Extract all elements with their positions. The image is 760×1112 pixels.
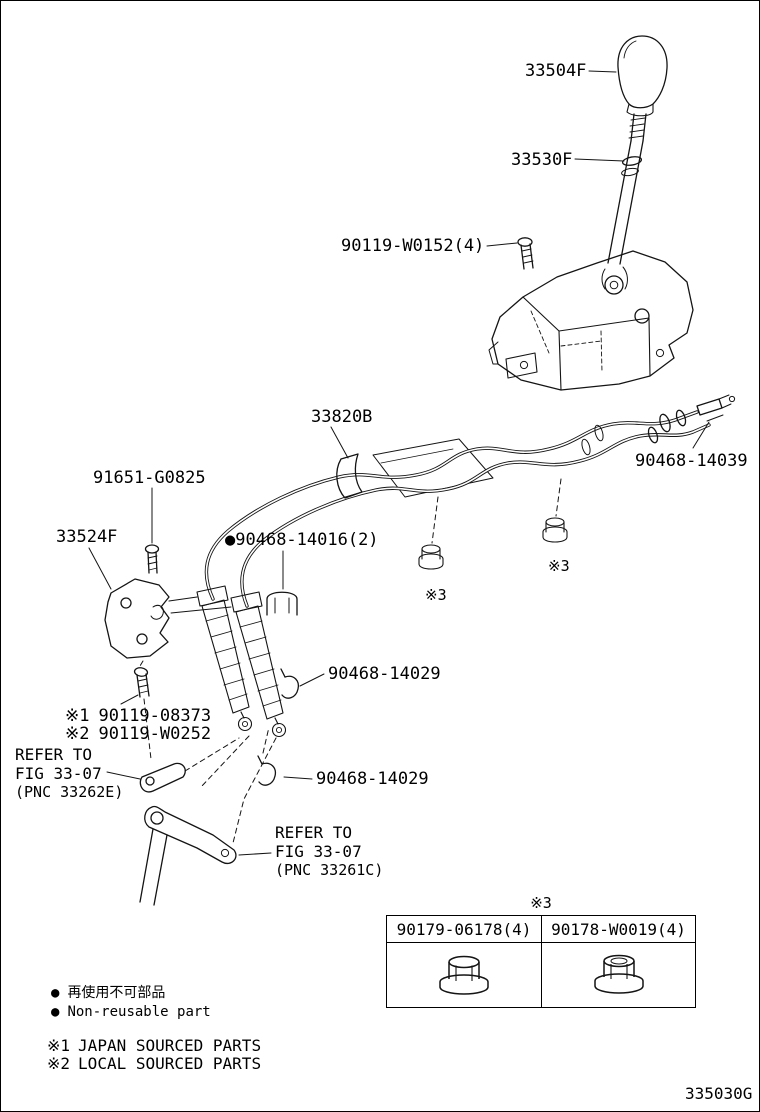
boot-left-drawing xyxy=(201,599,253,732)
label-bolt-local: ※2 90119-W0252 xyxy=(65,724,211,744)
label-shift-knob: 33504F xyxy=(525,61,587,81)
label-clip-a: 90468-14029 xyxy=(328,664,441,684)
clamp-90468-14016-drawing xyxy=(266,591,298,616)
leader-lines xyxy=(88,70,710,856)
reference-bottom-line3: (PNC 33261C) xyxy=(275,861,384,879)
flange-nut-icon xyxy=(439,955,489,995)
label-bracket: 33524F xyxy=(56,527,118,547)
table-cell-nut-left xyxy=(387,943,541,1007)
reference-bottom-line1: REFER TO xyxy=(275,823,353,842)
label-clip-transmission: 90468-14039 xyxy=(635,451,748,471)
drawing-code: 335030G xyxy=(685,1084,753,1103)
refer-lever-bottom-drawing xyxy=(139,805,237,906)
label-bolt-japan-number: 90119-08373 xyxy=(98,706,212,726)
legend-en-text: Non-reusable part xyxy=(67,1004,211,1020)
note-local-text: LOCAL SOURCED PARTS xyxy=(78,1054,262,1073)
control-cables-highlight xyxy=(205,411,710,607)
non-reusable-bullet-icon: ● xyxy=(225,530,236,550)
bolt-90119-08373-drawing xyxy=(133,667,150,698)
label-screw: 91651-G0825 xyxy=(93,468,206,488)
legend-non-reusable-jp: ● 再使用不可部品 xyxy=(51,982,165,1002)
reference-left-line3: (PNC 33262E) xyxy=(15,783,124,801)
jis-mark-1: ※1 xyxy=(65,706,90,726)
table-caption-mark: ※3 xyxy=(530,894,552,912)
shift-knob-drawing xyxy=(617,35,668,117)
note-japan-sourced: ※1 JAPAN SOURCED PARTS xyxy=(47,1036,261,1055)
cable-end-fittings-drawing xyxy=(581,394,736,456)
label-lever-nut: 33530F xyxy=(511,150,573,170)
dashed-reference-lines xyxy=(139,478,562,844)
screw-91651-G0825-drawing xyxy=(144,544,160,574)
reference-left-line1: REFER TO xyxy=(15,745,93,764)
hardware-table: ※3 90179-06178(4) 90178-W0019(4) xyxy=(386,894,696,1008)
cable-clamp-drawing xyxy=(336,453,363,499)
mark-nut-ref-a: ※3 xyxy=(425,586,447,604)
non-reusable-bullet-icon: ● xyxy=(51,1004,60,1020)
flange-nut-washer-icon xyxy=(593,954,644,994)
label-clamp: ●90468-14016(2) xyxy=(225,530,379,550)
reference-left-line2: FIG 33-07 xyxy=(15,764,102,783)
label-cable-assembly: 33820B xyxy=(311,407,373,427)
label-bolt-local-number: 90119-W0252 xyxy=(98,724,212,744)
reference-note-bottom: REFER TO FIG 33-07 (PNC 33261C) xyxy=(275,823,383,880)
cable-collars-drawing xyxy=(168,585,263,614)
shift-lever-drawing xyxy=(607,113,647,265)
label-clamp-number: 90468-14016(2) xyxy=(235,530,379,550)
bolt-90119-W0152-drawing xyxy=(517,237,534,270)
hardware-table-grid: 90179-06178(4) 90178-W0019(4) xyxy=(386,915,696,1008)
table-header-part-left: 90179-06178(4) xyxy=(387,916,541,943)
legend-jp-text: 再使用不可部品 xyxy=(67,985,166,1001)
clip-90468-14029-b-drawing xyxy=(257,755,277,786)
label-bolt-japan: ※1 90119-08373 xyxy=(65,706,211,726)
note-japan-text: JAPAN SOURCED PARTS xyxy=(78,1036,262,1055)
jis-mark-2: ※2 xyxy=(65,724,90,744)
legend-non-reusable-en: ● Non-reusable part xyxy=(51,1004,211,1020)
cable-bracket-plate-drawing xyxy=(372,438,494,498)
refer-lever-left-drawing xyxy=(139,762,186,793)
table-cell-nut-right xyxy=(541,943,695,1007)
label-clip-b: 90468-14029 xyxy=(316,769,429,789)
table-header-part-right: 90178-W0019(4) xyxy=(541,916,695,943)
label-lever-bolt: 90119-W0152(4) xyxy=(341,236,485,256)
nut-mid-left-drawing xyxy=(418,544,444,570)
non-reusable-bullet-icon: ● xyxy=(51,985,60,1001)
reference-note-left: REFER TO FIG 33-07 (PNC 33262E) xyxy=(15,745,123,802)
jis-mark-2: ※2 xyxy=(47,1054,71,1073)
boot-right-drawing xyxy=(235,605,287,738)
jis-mark-1: ※1 xyxy=(47,1036,71,1055)
reference-bottom-line2: FIG 33-07 xyxy=(275,842,362,861)
clip-90468-14029-a-drawing xyxy=(280,668,300,699)
control-cables-drawing xyxy=(204,410,711,608)
note-local-sourced: ※2 LOCAL SOURCED PARTS xyxy=(47,1054,261,1073)
bracket-33524F-drawing xyxy=(104,578,170,659)
shifter-housing-drawing xyxy=(488,250,694,391)
mark-nut-ref-b: ※3 xyxy=(548,557,570,575)
nut-mid-right-drawing xyxy=(542,517,568,543)
